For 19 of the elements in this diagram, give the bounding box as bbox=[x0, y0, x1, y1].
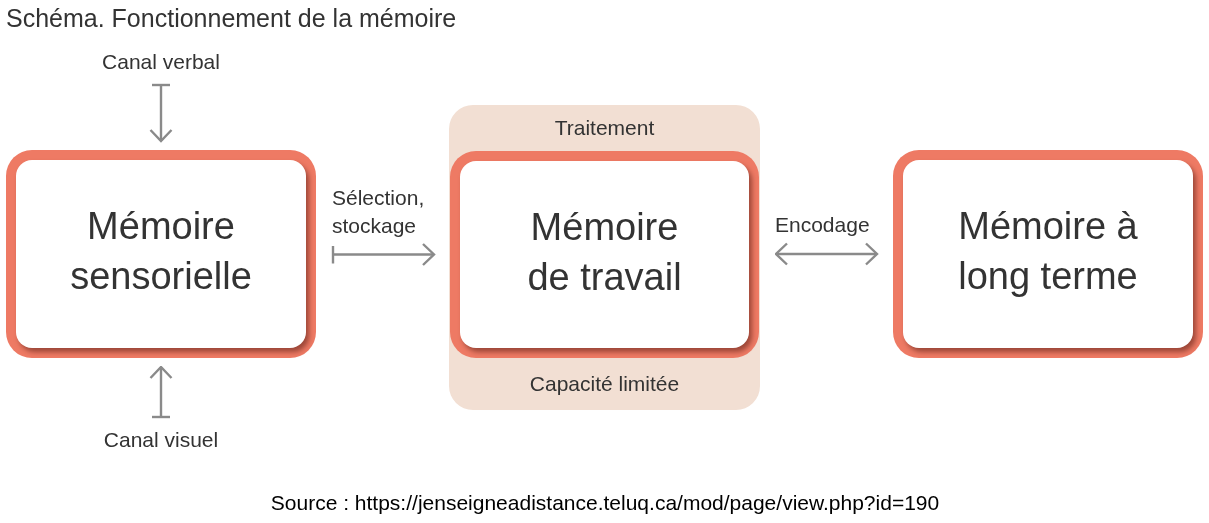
memory-box bbox=[6, 150, 316, 358]
processing-panel bbox=[449, 105, 760, 410]
memory-box bbox=[893, 150, 1203, 358]
memory-label: Mémoire sensorielle bbox=[69, 204, 253, 299]
memory-box bbox=[450, 151, 759, 358]
diagram-title: Schéma. Fonctionnement de la mémoire bbox=[6, 4, 457, 32]
source-caption: Source : https://jenseigneadistance.teluq.ca/mod/page/view.php?id=190 bbox=[270, 491, 940, 515]
memory-label: Mémoire à long terme bbox=[957, 204, 1139, 299]
panel-label: Traitement bbox=[554, 116, 655, 140]
arrow bbox=[774, 242, 879, 266]
channel-label: Canal verbal bbox=[102, 51, 220, 73]
memory-label: Mémoire de travail bbox=[526, 204, 683, 300]
arrow bbox=[149, 365, 173, 419]
panel-label: Capacité limitée bbox=[529, 372, 680, 396]
arrow bbox=[149, 83, 173, 143]
arrow bbox=[331, 242, 436, 267]
edge-label: Sélection, stockage bbox=[332, 184, 426, 239]
edge-label: Encodage bbox=[775, 212, 870, 238]
channel-label: Canal visuel bbox=[103, 429, 219, 451]
